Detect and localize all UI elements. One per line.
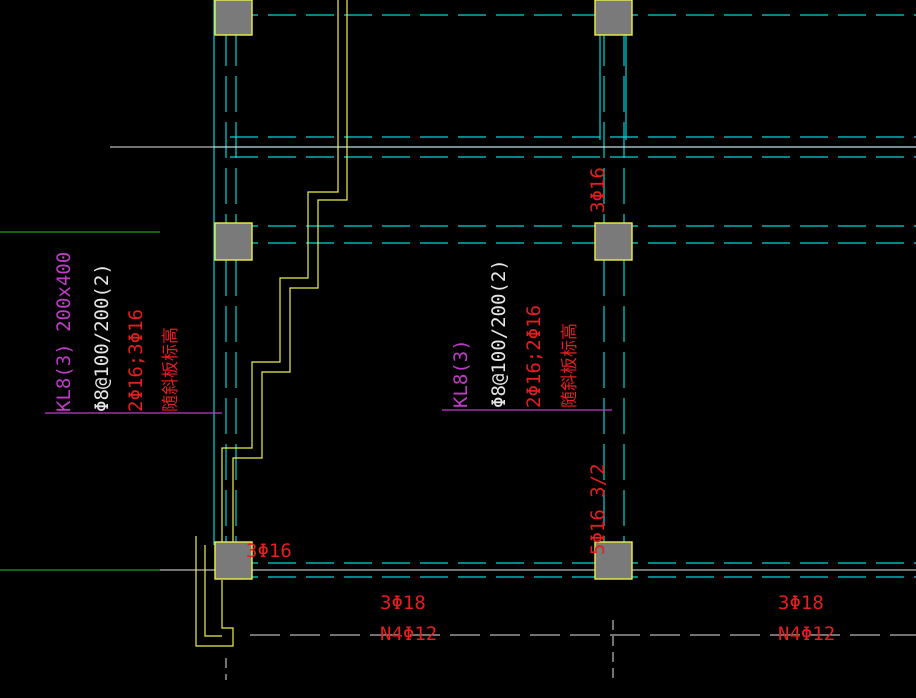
kl8-mid-stirrup: Φ8@100/200(2) — [488, 259, 510, 408]
top-right-bars-label: 3Φ16 — [587, 167, 609, 213]
mid-bottom-bars-label: 5Φ16 3/2 — [587, 463, 609, 555]
column-bottom-right — [594, 541, 633, 580]
horizontal-beam-lines — [230, 14, 916, 578]
column-top-left — [214, 0, 253, 36]
kl8-mid-bars: 2Φ16;2Φ16 — [523, 305, 545, 408]
axis-lines-solid — [213, 0, 916, 545]
annotation-kl8-mid: KL8(3) Φ8@100/200(2) 2Φ16;2Φ16 随斜板标高 — [450, 259, 580, 408]
left-bottom-bars-label: 3Φ16 — [246, 540, 292, 562]
kl8-left-stirrup: Φ8@100/200(2) — [91, 263, 113, 412]
vertical-beam-lines — [225, 30, 625, 545]
kl8-left-bars: 2Φ16;3Φ16 — [125, 309, 147, 412]
bottom-right-main-bars: 3Φ18 — [778, 592, 824, 614]
column-mid-right — [594, 222, 633, 261]
column-top-right — [594, 0, 633, 36]
kl8-left-name: KL8(3) 200x400 — [53, 252, 75, 412]
bottom-right-waist-bars: N4Φ12 — [778, 623, 835, 645]
bottom-mid-main-bars: 3Φ18 — [380, 592, 426, 614]
columns — [214, 0, 633, 580]
kl8-mid-name: KL8(3) — [450, 339, 472, 408]
leader-lines-green — [0, 231, 160, 571]
column-mid-left — [214, 222, 253, 261]
stair-outline — [195, 0, 348, 647]
bottom-mid-waist-bars: N4Φ12 — [380, 623, 437, 645]
kl8-left-note: 随斜板标高 — [161, 327, 181, 412]
annotation-kl8-left: KL8(3) 200x400 Φ8@100/200(2) 2Φ16;3Φ16 随… — [53, 252, 181, 412]
kl8-mid-note: 随斜板标高 — [560, 323, 580, 408]
column-bottom-left — [214, 541, 253, 580]
leader-lines-magenta — [45, 409, 612, 414]
